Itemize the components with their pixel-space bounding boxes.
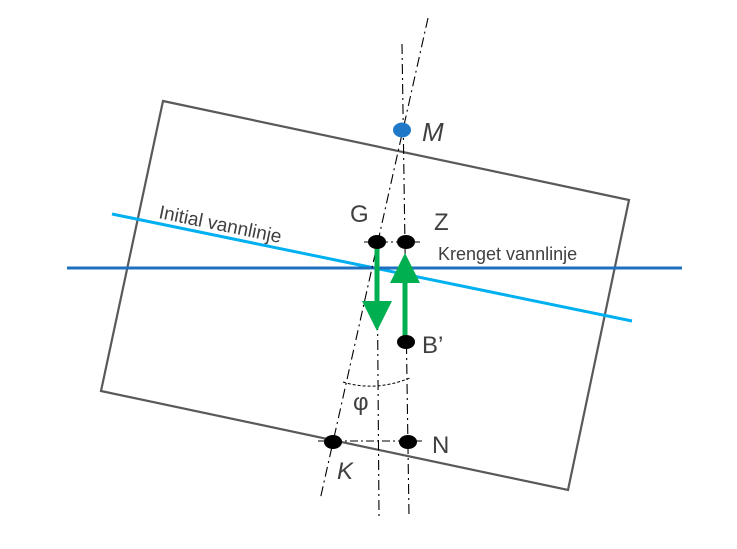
label-heeled-waterline: Krenget vannlinje <box>438 244 577 264</box>
point-k <box>324 435 342 449</box>
point-m <box>393 122 411 138</box>
angle-arc <box>342 377 411 387</box>
tilted-centerline <box>319 17 429 501</box>
label-phi: φ <box>353 389 369 416</box>
point-b-prime <box>397 335 415 349</box>
label-g: G <box>350 201 369 228</box>
label-m: M <box>422 117 444 147</box>
point-g <box>368 235 386 249</box>
label-k: K <box>337 458 354 485</box>
point-n <box>399 435 417 449</box>
point-z <box>397 235 415 249</box>
label-z: Z <box>434 209 449 236</box>
label-b-prime: B’ <box>422 332 443 359</box>
label-initial-waterline: Initial vannlinje <box>157 202 283 248</box>
hull-outline <box>99 99 631 492</box>
label-n: N <box>432 432 449 459</box>
